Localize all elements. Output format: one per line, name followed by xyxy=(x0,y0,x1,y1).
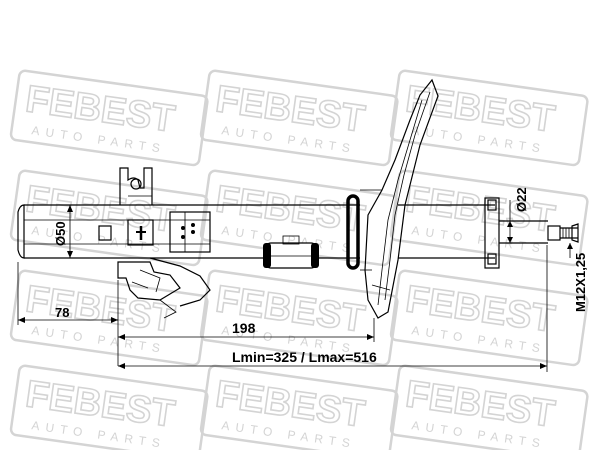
dim-body-diameter: Ø50 xyxy=(53,221,68,246)
dimension-lines xyxy=(17,200,573,372)
strut-body xyxy=(17,78,579,319)
dim-total-length: Lmin=325 / Lmax=516 xyxy=(232,349,377,365)
dim-thread: M12X1,25 xyxy=(573,253,588,312)
dim-mid-length: 198 xyxy=(232,320,256,336)
dim-rod-diameter: Ø22 xyxy=(514,187,529,212)
dim-left-length: 78 xyxy=(55,305,69,320)
